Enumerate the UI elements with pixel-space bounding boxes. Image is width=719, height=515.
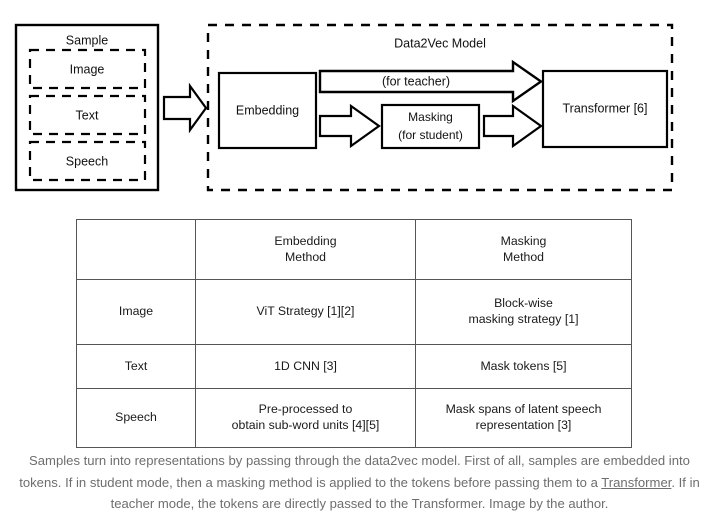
row-speech-masking: Mask spans of latent speech representati… [415,388,632,448]
table-row: Speech Pre-processed to obtain sub-word … [76,388,632,448]
row-image-masking: Block-wise masking strategy [1] [415,279,632,345]
sample-item-image-box [28,48,147,90]
architecture-diagram: Sample Image Text Speech Data2Vec Model … [14,23,674,192]
sample-item-speech-label: Speech [66,154,108,168]
table-row: Text 1D CNN [3] Mask tokens [5] [76,344,632,389]
caption-part1: Samples turn into representations by pas… [19,453,690,490]
cell-line2: representation [3] [475,418,572,432]
cell-line1: Block-wise [494,296,553,311]
row-image-embedding: ViT Strategy [1][2] [195,279,416,345]
header-masking-line1: Masking [500,233,547,248]
figure-caption: Samples turn into representations by pas… [8,450,711,515]
sample-item-text-label: Text [76,108,99,122]
sample-box [14,23,160,192]
for-teacher-label: (for teacher) [382,74,450,88]
header-masking-line2: Method [502,249,545,264]
cell-line2: masking strategy [1] [468,312,579,326]
cell-line2: obtain sub-word units [4][5] [231,418,380,432]
caption-transformer-link[interactable]: Transformer [601,474,672,490]
cell-line1: Mask spans of latent speech [445,402,602,417]
header-embedding-line1: Embedding [274,233,337,248]
row-text-embedding: 1D CNN [3] [195,344,416,389]
sample-item-speech-box [28,140,147,182]
sample-box-title: Sample [66,33,108,47]
arrow-sample-to-model [162,82,208,134]
masking-box-label-line1: Masking [408,110,453,124]
methods-table: Embedding Method Masking Method Image Vi… [76,219,632,448]
data2vec-model-box [206,23,674,192]
embedding-box-label: Embedding [236,103,299,117]
cell-line1: Pre-processed to [258,402,353,417]
masking-box [380,103,481,150]
table-header-embedding-method: Embedding Method [195,219,416,280]
transformer-box [541,69,669,149]
row-modality-image: Image [76,279,196,345]
cell-line1: 1D CNN [3] [274,358,337,373]
table-header-masking-method: Masking Method [415,219,632,280]
header-embedding-line2: Method [284,249,327,264]
table-row: Image ViT Strategy [1][2] Block-wise mas… [76,279,632,345]
cell-line1: ViT Strategy [1][2] [256,304,355,319]
masking-box-label-line2: (for student) [398,128,463,142]
row-modality-text: Text [76,344,196,389]
table-header-row: Embedding Method Masking Method [76,219,632,280]
arrow-for-teacher [318,59,544,104]
row-text-masking: Mask tokens [5] [415,344,632,389]
cell-line1: Mask tokens [5] [480,358,567,373]
embedding-box [217,71,318,150]
caption-part2: . If in teacher mode, the tokens are dir… [110,474,700,512]
sample-item-text-box [28,94,147,136]
sample-item-image-label: Image [70,62,105,76]
arrow-embedding-to-masking [318,103,381,149]
table-header-corner [76,219,196,280]
data2vec-model-title: Data2Vec Model [394,36,486,50]
transformer-box-label: Transformer [6] [563,101,648,115]
row-modality-speech: Speech [76,388,196,448]
arrow-masking-to-transformer [482,103,543,149]
row-speech-embedding: Pre-processed to obtain sub-word units [… [195,388,416,448]
